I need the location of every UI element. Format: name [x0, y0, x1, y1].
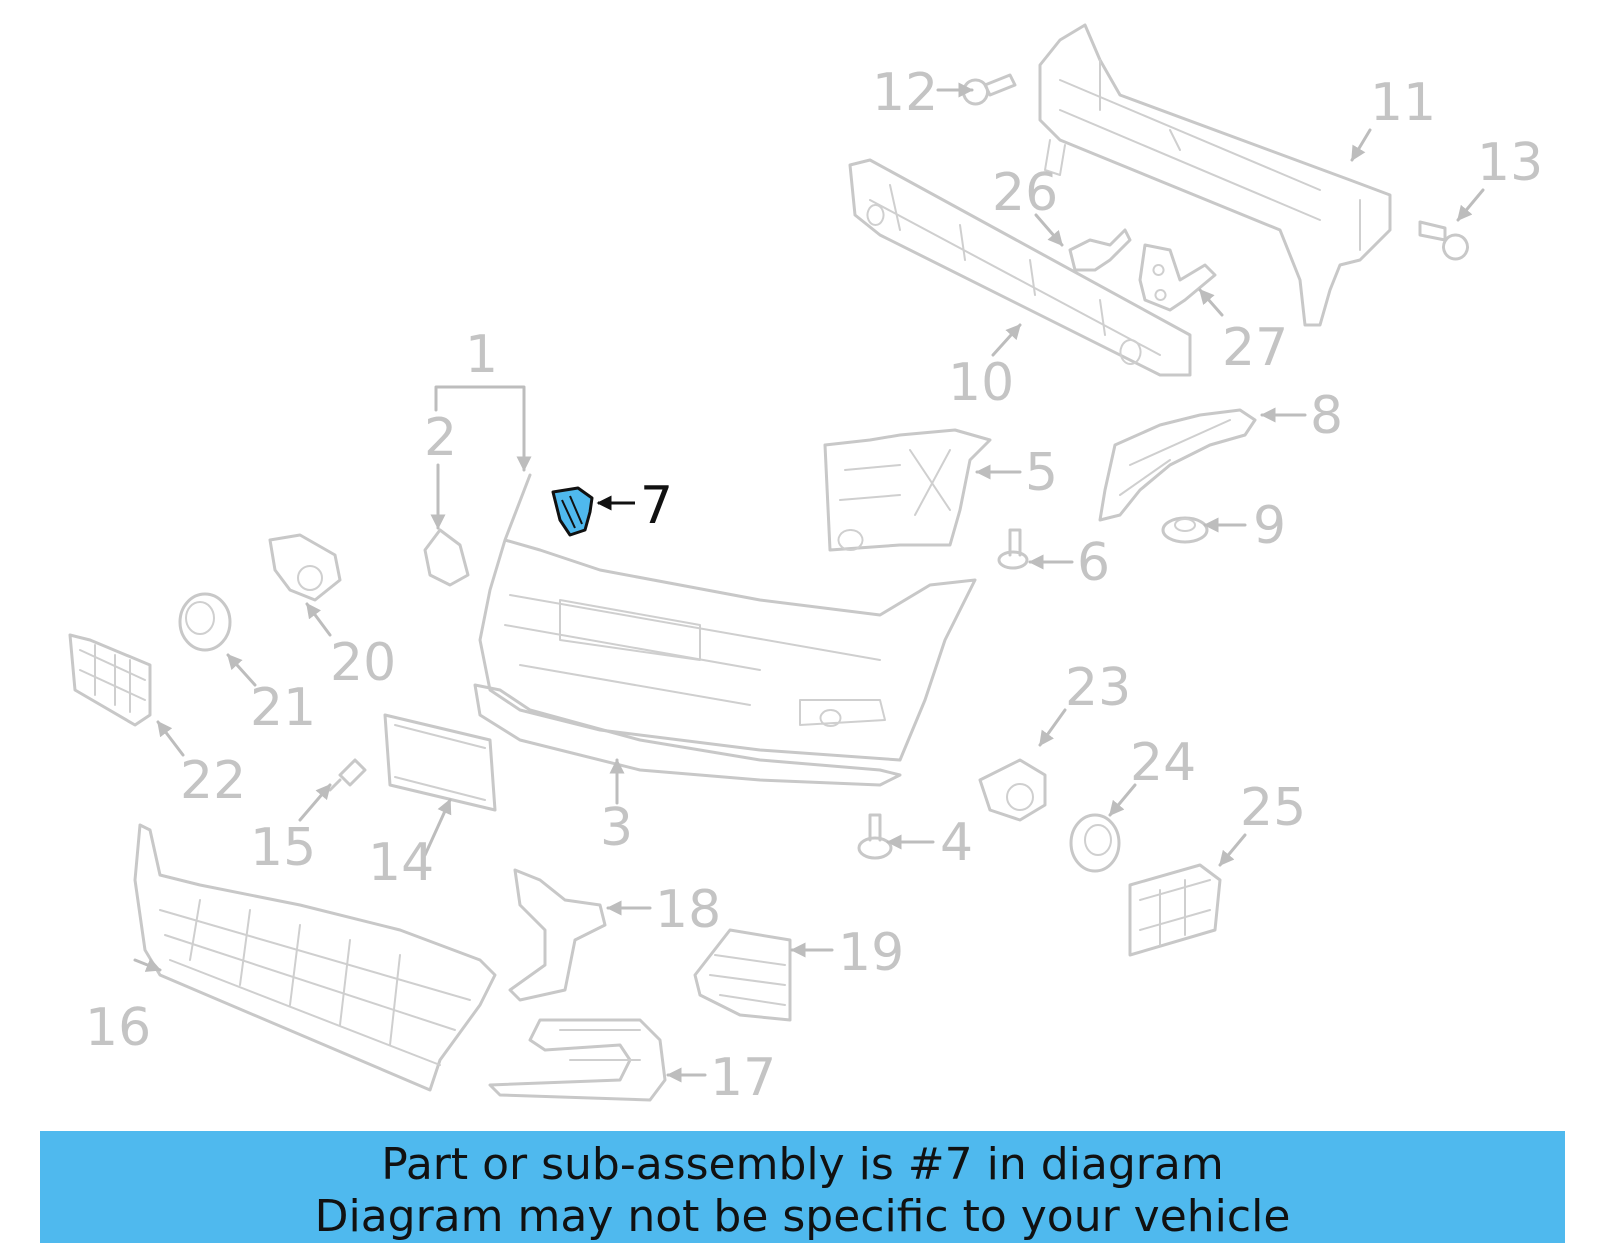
part-19-fog-light-trim: [693, 928, 792, 1022]
part-2-tow-hook-cap: [423, 528, 470, 587]
callout-12: 12: [872, 63, 938, 123]
callout-2: 2: [424, 408, 457, 468]
part-17-trim-strip: [488, 1018, 667, 1102]
part-20-parking-sensor: [268, 533, 342, 602]
callout-23: 23: [1065, 658, 1131, 718]
info-banner: Part or sub-assembly is #7 in diagram Di…: [40, 1131, 1565, 1243]
part-24-sensor-ring: [1069, 813, 1121, 873]
part-4-screw: [857, 813, 893, 860]
part-23-parking-sensor: [978, 758, 1047, 822]
part-6-screw: [997, 528, 1029, 570]
callout-4: 4: [940, 813, 973, 873]
banner-line-part: Part or sub-assembly is #7 in diagram: [381, 1139, 1224, 1190]
part-7-highlighted-bracket: [551, 486, 594, 537]
banner-line-disclaimer: Diagram may not be specific to your vehi…: [314, 1191, 1291, 1242]
callout-10: 10: [948, 353, 1014, 413]
part-10-energy-absorber: [848, 158, 1192, 377]
callout-7: 7: [640, 476, 673, 536]
callout-labels: 1 2 3 4 5 6 7 8 9 10 11 12 13 14 15 16 1…: [85, 63, 1543, 1108]
callout-15: 15: [250, 818, 316, 878]
callout-26: 26: [992, 163, 1058, 223]
part-13-bolt: [1418, 220, 1469, 261]
part-9-clip-nut: [1161, 516, 1209, 544]
parts-diagram: 1 2 3 4 5 6 7 8 9 10 11 12 13 14 15 16 1…: [68, 23, 1543, 1108]
callout-8: 8: [1310, 386, 1343, 446]
callout-1: 1: [465, 325, 498, 385]
callout-25: 25: [1240, 778, 1306, 838]
leader-lines: [133, 82, 1485, 1083]
part-14-license-plate-bracket: [383, 713, 497, 812]
callout-24: 24: [1130, 733, 1196, 793]
part-26-bracket: [1068, 228, 1132, 272]
callout-22: 22: [180, 751, 246, 811]
callout-18: 18: [655, 880, 721, 940]
callout-5: 5: [1025, 443, 1058, 503]
callout-21: 21: [250, 678, 316, 738]
callout-14: 14: [368, 833, 434, 893]
part-15-clip: [328, 758, 367, 792]
part-25-sensor-bracket: [1128, 863, 1222, 957]
callout-13: 13: [1477, 133, 1543, 193]
callout-16: 16: [85, 998, 151, 1058]
part-21-sensor-ring: [178, 592, 232, 652]
part-11-reinforcement-bar: [1038, 23, 1392, 327]
callout-17: 17: [710, 1048, 776, 1108]
part-5-guide-bracket: [823, 428, 992, 552]
callout-27: 27: [1222, 318, 1288, 378]
part-3-spoiler-lip: [473, 683, 902, 787]
callout-9: 9: [1253, 496, 1286, 556]
callout-20: 20: [330, 633, 396, 693]
callout-11: 11: [1370, 73, 1436, 133]
part-27-bracket: [1138, 243, 1217, 312]
callout-6: 6: [1077, 533, 1110, 593]
callout-3: 3: [600, 798, 633, 858]
part-18-grille-bracket: [508, 868, 607, 1002]
part-1-bumper-cover: [478, 473, 977, 762]
part-22-sensor-bracket: [68, 633, 152, 727]
part-8-side-bracket: [1098, 408, 1257, 522]
callout-19: 19: [838, 923, 904, 983]
